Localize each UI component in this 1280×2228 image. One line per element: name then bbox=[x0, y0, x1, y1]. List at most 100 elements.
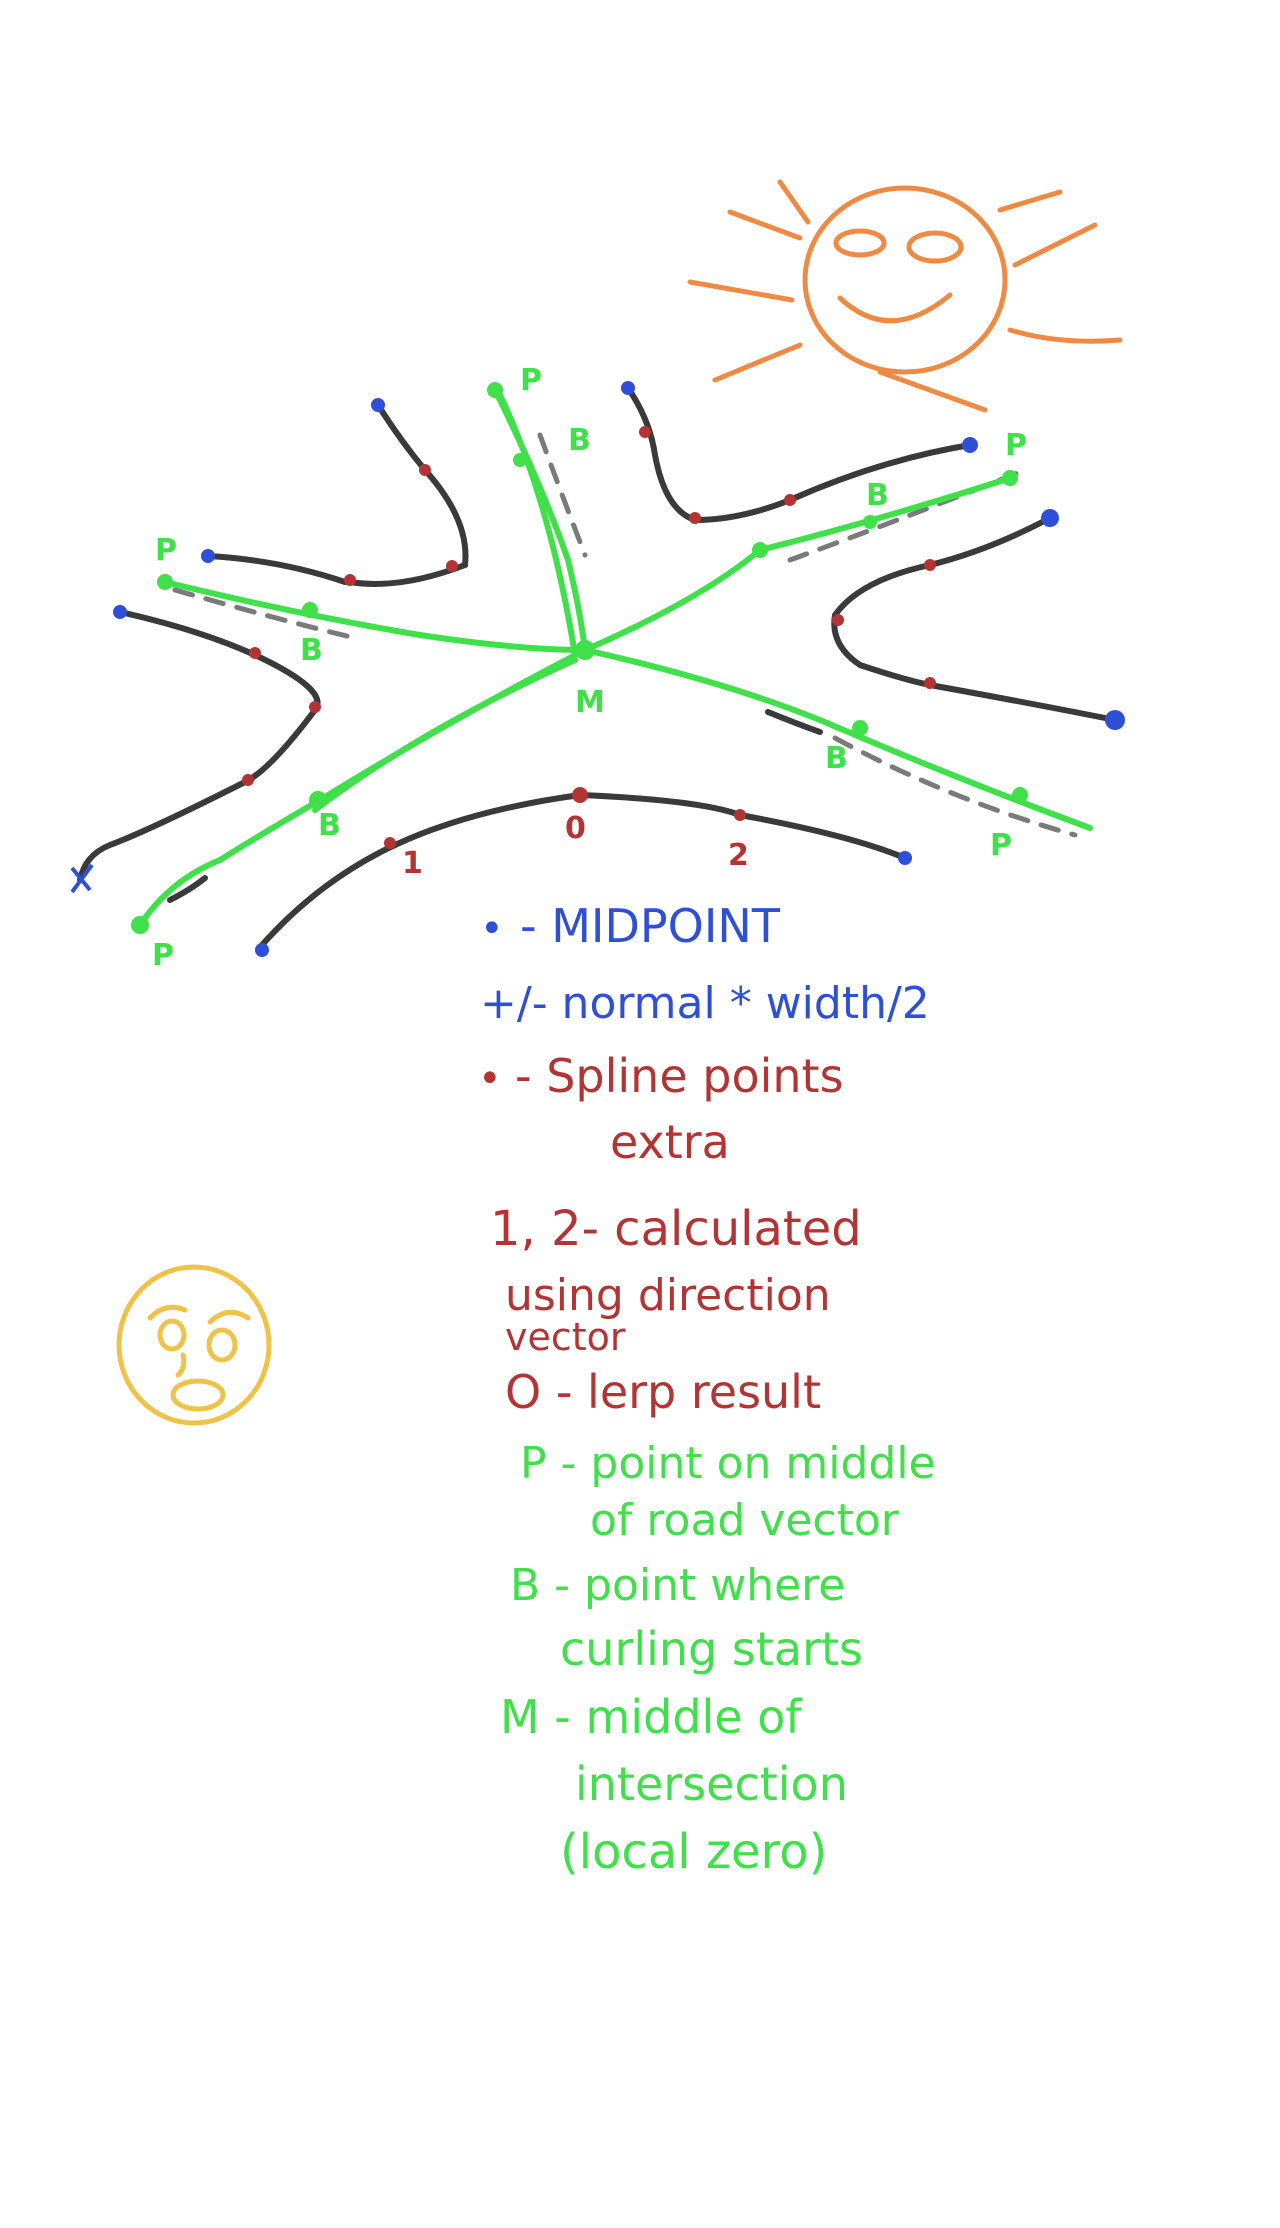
sun-ray bbox=[877, 369, 988, 413]
face-outline bbox=[116, 1264, 272, 1426]
red-spline-points bbox=[242, 426, 936, 849]
red-numbers: 0 1 2 bbox=[402, 811, 749, 881]
face-tear bbox=[175, 1352, 187, 1378]
face-left-eye bbox=[157, 1318, 187, 1352]
sun-ray bbox=[687, 279, 795, 303]
lane-dash bbox=[832, 735, 1078, 838]
center-line bbox=[312, 657, 578, 813]
b-point bbox=[513, 453, 527, 467]
sun-ray bbox=[777, 179, 811, 225]
midpoint-dot bbox=[201, 549, 215, 563]
spline-dot bbox=[419, 464, 431, 476]
lane-dashes bbox=[172, 432, 1078, 838]
road-edge bbox=[167, 875, 208, 903]
center-line bbox=[582, 475, 1013, 653]
b-point bbox=[302, 602, 318, 618]
label-b: B bbox=[866, 478, 889, 513]
face-right-brow bbox=[207, 1309, 251, 1325]
road-edge bbox=[625, 385, 973, 524]
face-left-brow bbox=[147, 1304, 188, 1321]
center-line bbox=[137, 647, 588, 928]
sun-ray bbox=[1012, 222, 1098, 268]
spline-dot bbox=[242, 774, 254, 786]
label-two: 2 bbox=[728, 838, 749, 873]
lane-dash bbox=[787, 467, 1028, 563]
legend-m-line1: M - middle of bbox=[500, 1690, 803, 1744]
legend-m-line3: (local zero) bbox=[560, 1824, 827, 1880]
spline-dot bbox=[924, 559, 936, 571]
legend: • - MIDPOINT +/- normal * width/2 • - Sp… bbox=[478, 899, 936, 1880]
label-zero: 0 bbox=[565, 811, 586, 846]
face-mouth bbox=[170, 1378, 226, 1412]
sun-right-eye bbox=[906, 230, 964, 264]
m-point bbox=[575, 640, 595, 660]
legend-b-line1: B - point where bbox=[510, 1560, 845, 1611]
legend-calc-line2: using direction bbox=[505, 1270, 831, 1321]
b-point bbox=[863, 515, 877, 529]
midpoint-dot bbox=[255, 943, 269, 957]
label-p: P bbox=[990, 828, 1012, 863]
lane-dash bbox=[172, 587, 358, 641]
legend-lerp-line: O - lerp result bbox=[505, 1365, 821, 1419]
spline-dot bbox=[832, 614, 844, 626]
midpoint-dot bbox=[621, 381, 635, 395]
b-point bbox=[309, 791, 327, 809]
label-p: P bbox=[520, 363, 542, 398]
spline-dot bbox=[639, 426, 651, 438]
midpoint-dot bbox=[898, 851, 912, 865]
legend-midpoint-text: - MIDPOINT bbox=[520, 899, 781, 953]
road-edge bbox=[347, 402, 469, 587]
spline-dot bbox=[384, 837, 396, 849]
midpoint-dot bbox=[962, 437, 978, 453]
spline-dot bbox=[572, 787, 588, 803]
midpoint-dot bbox=[113, 605, 127, 619]
midpoint-dot bbox=[1105, 710, 1125, 730]
sun-left-eye bbox=[833, 228, 887, 258]
lane-dash bbox=[537, 432, 588, 558]
green-letters: P B P B M B P B P B P bbox=[152, 363, 1027, 973]
road-edge bbox=[831, 515, 1118, 723]
label-b: B bbox=[300, 633, 323, 668]
road-edge bbox=[77, 609, 321, 883]
sun-ray bbox=[727, 209, 803, 241]
spline-dot bbox=[689, 512, 701, 524]
label-one: 1 bbox=[402, 846, 423, 881]
midpoint-dot bbox=[371, 398, 385, 412]
p-point bbox=[1002, 470, 1018, 486]
center-line bbox=[582, 647, 1093, 831]
green-points bbox=[131, 382, 1028, 934]
road-edge bbox=[205, 553, 348, 585]
legend-spline-line2: extra bbox=[610, 1115, 730, 1169]
sun-ray bbox=[1007, 327, 1123, 344]
label-p: P bbox=[155, 533, 177, 568]
b-point bbox=[852, 720, 868, 736]
legend-p-line1: P - point on middle bbox=[520, 1438, 936, 1489]
b-point bbox=[752, 542, 768, 558]
p-point bbox=[131, 916, 149, 934]
spline-dot bbox=[924, 677, 936, 689]
label-p: P bbox=[152, 938, 174, 973]
spline-dot bbox=[309, 701, 321, 713]
legend-normal-text: +/- normal * width/2 bbox=[480, 978, 930, 1029]
center-line bbox=[162, 579, 588, 653]
spline-dot bbox=[784, 494, 796, 506]
center-lines bbox=[137, 387, 1093, 928]
legend-p-line2: of road vector bbox=[590, 1495, 900, 1546]
center-line bbox=[497, 392, 578, 658]
blue-midpoints bbox=[70, 381, 1125, 957]
legend-spline-marker: • bbox=[478, 1056, 502, 1102]
sad-face-drawing bbox=[116, 1264, 272, 1426]
label-m: M bbox=[575, 685, 605, 720]
road-edges bbox=[77, 385, 1118, 948]
sun-face bbox=[802, 185, 1008, 375]
spline-dot bbox=[344, 574, 356, 586]
spline-dot bbox=[249, 647, 261, 659]
legend-b-line2: curling starts bbox=[560, 1622, 863, 1676]
sun-smile bbox=[837, 292, 953, 324]
legend-calc-line1: 1, 2- calculated bbox=[490, 1201, 862, 1257]
label-p: P bbox=[1005, 428, 1027, 463]
sun-ray bbox=[712, 342, 803, 383]
label-b: B bbox=[825, 741, 848, 776]
plus-marker bbox=[70, 863, 94, 894]
